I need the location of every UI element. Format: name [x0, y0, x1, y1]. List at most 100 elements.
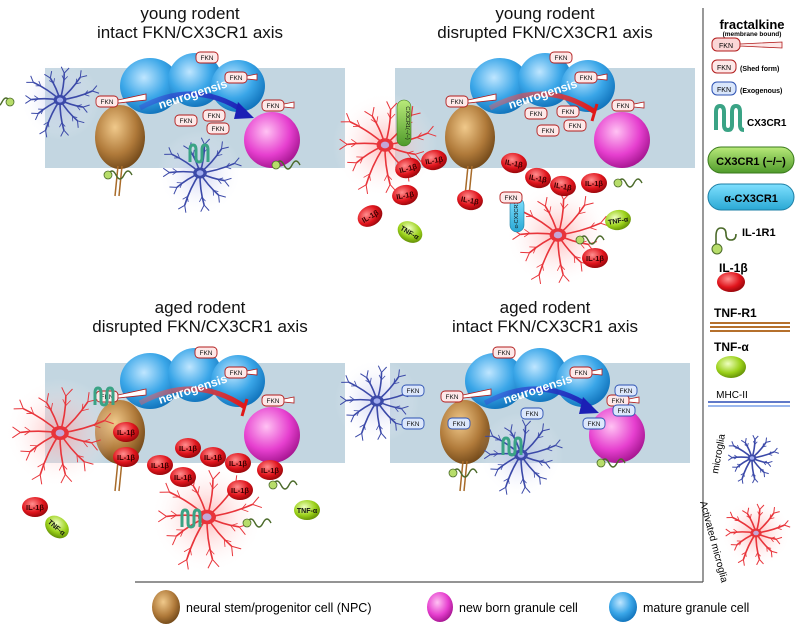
fkn-label: FKN — [620, 388, 633, 395]
fkn-label: FKN — [180, 118, 193, 125]
fkn-label: FKN — [201, 55, 214, 62]
svg-text:FKN: FKN — [717, 65, 731, 72]
fkn-membrane-icon: FKN — [711, 37, 783, 52]
newborn-granule-cell — [244, 112, 300, 168]
fkn-shed-molecule: FKN — [492, 346, 516, 359]
il1r1-receptor — [268, 480, 298, 490]
il1b-molecule: IL-1β — [22, 497, 48, 517]
fkn-label: FKN — [200, 350, 213, 357]
neurogenesis-arrow — [138, 91, 254, 119]
il1b-label: IL-1β — [174, 473, 192, 482]
neurogenesis-arrow — [483, 386, 599, 414]
tnfa-icon — [716, 356, 746, 378]
fkn-label: FKN — [407, 388, 420, 395]
cx3cr1-icon — [714, 103, 745, 133]
fkn-exogenous: FKN — [401, 417, 425, 430]
fkn-label: FKN — [451, 99, 464, 106]
fkn-label: FKN — [612, 398, 625, 405]
fkn-membrane-bound: FKN — [606, 394, 640, 407]
il1b-label: IL-1β — [528, 173, 548, 185]
fkn-shed-molecule: FKN — [524, 107, 548, 120]
panel-title-line2: disrupted FKN/CX3CR1 axis — [437, 23, 653, 42]
sidebar-tnfa: TNF-α — [714, 340, 749, 354]
activated-microglia-cell — [5, 378, 115, 488]
il1b-icon — [717, 272, 745, 292]
fkn-shed-molecule: FKN — [536, 124, 560, 137]
il1b-label: IL-1β — [229, 459, 247, 468]
panel-title-line2: intact FKN/CX3CR1 axis — [96, 23, 284, 42]
fkn-label: FKN — [407, 421, 420, 428]
fkn-membrane-bound: FKN — [440, 388, 492, 403]
fkn-shed-molecule: FKN — [195, 51, 219, 64]
il1b-molecule: IL-1β — [582, 248, 608, 268]
panel-title-line1: aged rodent — [499, 298, 591, 317]
il1b-label: IL-1β — [261, 466, 279, 475]
fkn-shed-molecule: FKN — [549, 51, 573, 64]
il1b-label: IL-1β — [424, 154, 444, 166]
fkn-label: FKN — [446, 394, 459, 401]
panel-title-line2: disrupted FKN/CX3CR1 axis — [92, 317, 308, 336]
activated-microglia-icon — [721, 498, 791, 568]
il1b-label: IL-1β — [231, 486, 249, 495]
npc-process — [114, 460, 119, 492]
il1b-label: IL-1β — [151, 461, 169, 470]
fkn-membrane-bound: FKN — [224, 71, 258, 84]
fkn-membrane-bound: FKN — [445, 93, 497, 108]
il1b-label: IL-1β — [585, 179, 603, 188]
npc-process — [459, 460, 464, 492]
legend-npc-label: neural stem/progenitor cell (NPC) — [186, 601, 372, 615]
fkn-shed-molecule: FKN — [174, 114, 198, 127]
sidebar-cx3cr1-ko: CX3CR1 (−/−) — [716, 156, 786, 168]
fkn-label: FKN — [588, 421, 601, 428]
fkn-membrane-bound: FKN — [224, 366, 258, 379]
il1b-molecule: IL-1β — [421, 149, 447, 171]
fkn-label: FKN — [230, 75, 243, 82]
npc-cell — [95, 105, 145, 169]
legend-newborn-icon — [427, 592, 453, 622]
fkn-label: FKN — [617, 103, 630, 110]
fkn-exogenous: FKN — [447, 417, 471, 430]
sidebar-microglia-shape — [727, 434, 779, 484]
il1b-molecule: IL-1β — [357, 205, 383, 227]
il1r1-receptor — [0, 97, 15, 107]
sidebar-anti-cx3cr1: α-CX3CR1 — [724, 193, 778, 205]
fkn-membrane-bound: FKN — [574, 71, 608, 84]
svg-text:FKN: FKN — [717, 87, 731, 94]
fkn-label: FKN — [505, 195, 518, 202]
microglia-icon — [727, 434, 779, 484]
cx3cr1-receptor — [188, 143, 210, 164]
sidebar-exogenous: (Exogenous) — [740, 88, 782, 95]
panel-title-line2: intact FKN/CX3CR1 axis — [451, 317, 639, 336]
cx3cr1-receptor — [93, 386, 115, 407]
il1b-label: IL-1β — [117, 428, 135, 437]
il1b-molecule: IL-1β — [257, 460, 283, 480]
tnfa-label: TNF-α — [608, 216, 630, 227]
sidebar-il1r1: IL-1R1 — [742, 227, 776, 239]
fkn-membrane-bound: FKN — [261, 394, 295, 407]
fkn-label: FKN — [208, 113, 221, 120]
cx3cr1-receptor — [180, 508, 202, 529]
il1r1-receptor — [613, 178, 643, 188]
microglia-cell — [334, 358, 420, 444]
fkn-membrane-bound: FKN — [611, 99, 645, 112]
npc-cell — [440, 400, 490, 464]
fkn-label: FKN — [526, 411, 539, 418]
sidebar-cx3cr1: CX3CR1 — [747, 118, 787, 129]
cx3cr1-ko-label: CX3CR1(−/−) — [404, 106, 410, 139]
il1b-molecule: IL-1β — [581, 173, 607, 193]
legend-newborn-label: new born granule cell — [459, 601, 578, 615]
fkn-exogenous-icon: FKN — [711, 81, 737, 96]
fkn-label: FKN — [498, 350, 511, 357]
il1r1-icon — [711, 227, 737, 255]
neurogenesis-arrow — [138, 386, 249, 417]
cx3cr1-receptor — [501, 436, 523, 457]
il1r1-receptor — [103, 170, 133, 180]
fkn-label: FKN — [542, 128, 555, 135]
il1b-label: IL-1β — [26, 503, 44, 512]
tnfa-molecule: TNF-α — [45, 515, 69, 539]
il1b-label: IL-1β — [204, 453, 222, 462]
svg-text:FKN: FKN — [719, 43, 733, 50]
il1b-molecule: IL-1β — [525, 167, 551, 189]
il1b-molecule: IL-1β — [200, 447, 226, 467]
